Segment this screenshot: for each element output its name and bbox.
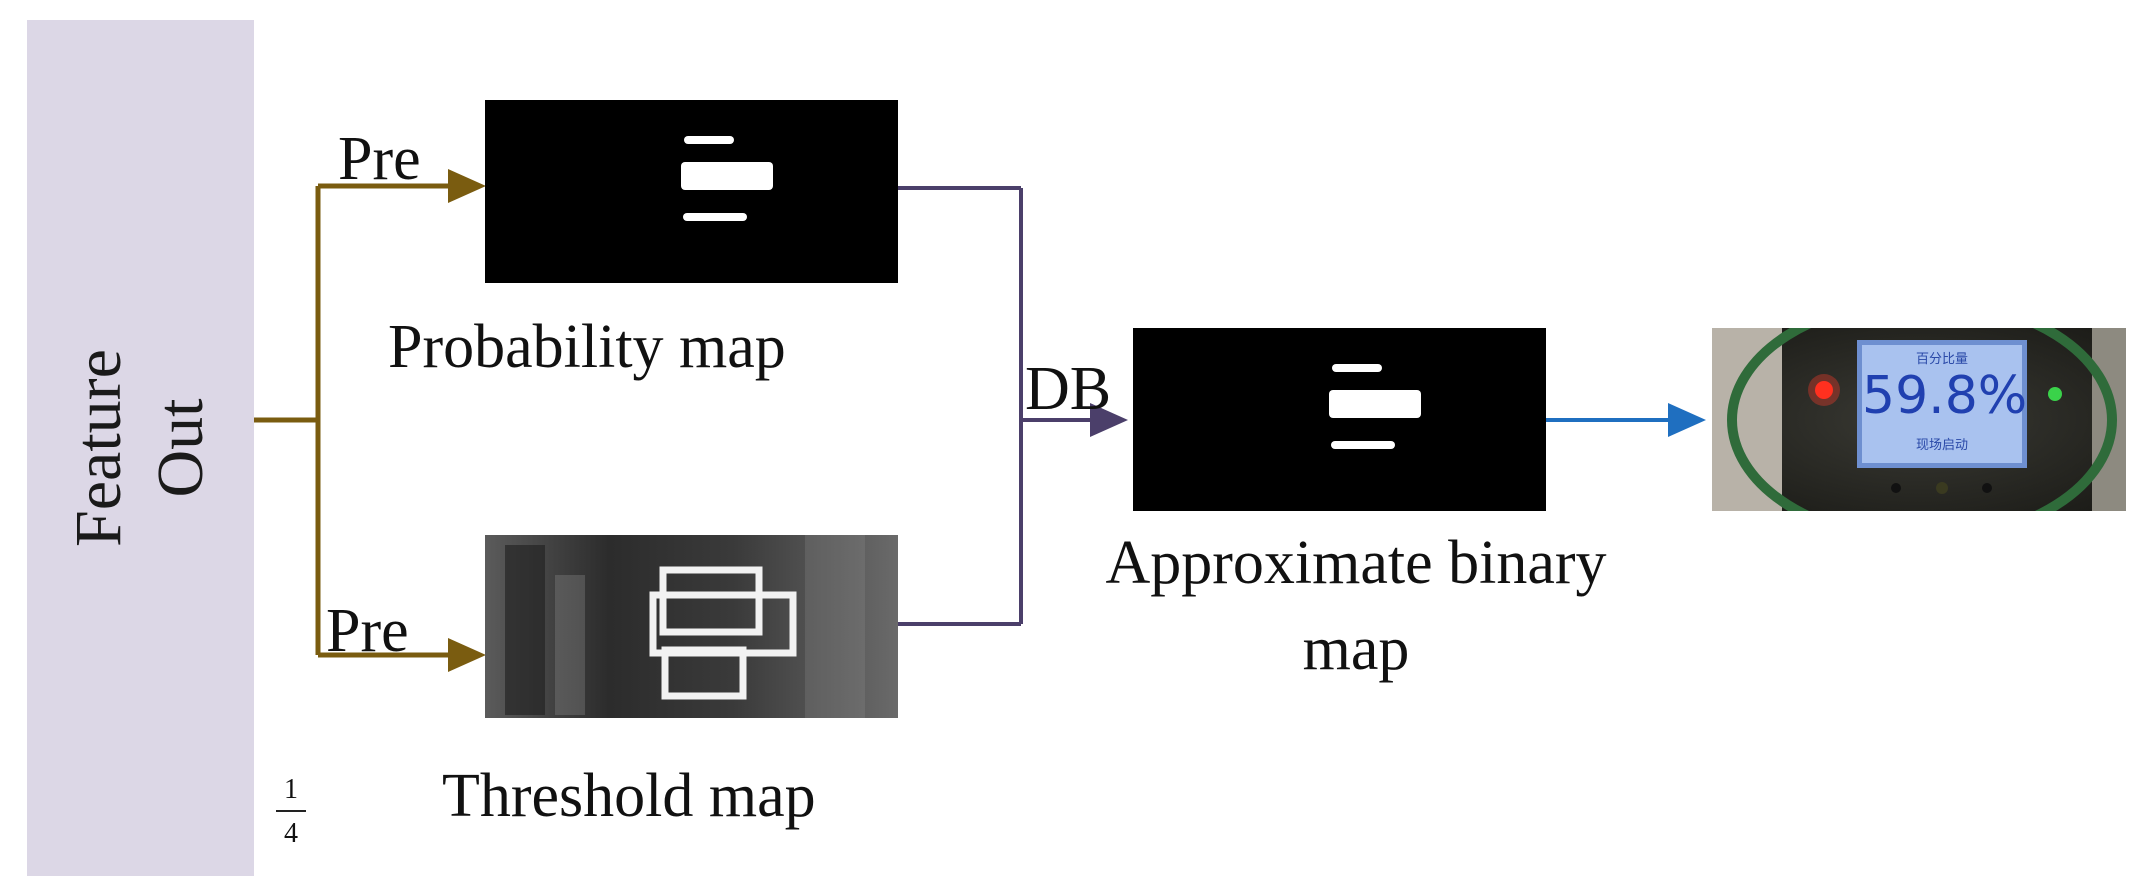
fraction-numerator: 1 [284,774,298,805]
meter-screen-top-text: 百分比量 [1915,352,1968,367]
binary-map-image [1133,328,1546,511]
output-arrowhead [1668,403,1706,437]
output-meter-photo: 百分比量 59.8% 现场启动 [1712,328,2126,511]
feature-out-block [27,20,254,876]
pre-branch-lines [254,183,450,658]
pre-label-bottom: Pre [326,597,409,665]
probability-map-image [485,100,898,283]
pre-arrowhead-top [448,169,486,203]
meter-screen-bottom-text: 现场启动 [1915,438,1968,453]
db-label: DB [1025,355,1112,423]
db-merge-lines [898,186,1090,626]
meter-screen-value: 59.8% [1862,366,2028,426]
probability-map-caption: Probability map [388,313,786,381]
threshold-map-image [485,535,898,718]
fraction-bar [276,810,306,812]
pre-label-top: Pre [338,125,421,193]
db-arrowhead [1090,403,1128,437]
binary-map-caption-line2: map [1302,615,1410,683]
scale-fraction: 1 4 [276,776,306,848]
binary-map-caption-line1: Approximate binary [1105,529,1607,597]
binary-map-caption: Approximate binary map [1026,520,1686,692]
fraction-denominator: 4 [284,818,298,849]
pre-arrowhead-bottom [448,638,486,672]
threshold-map-caption: Threshold map [442,762,816,830]
